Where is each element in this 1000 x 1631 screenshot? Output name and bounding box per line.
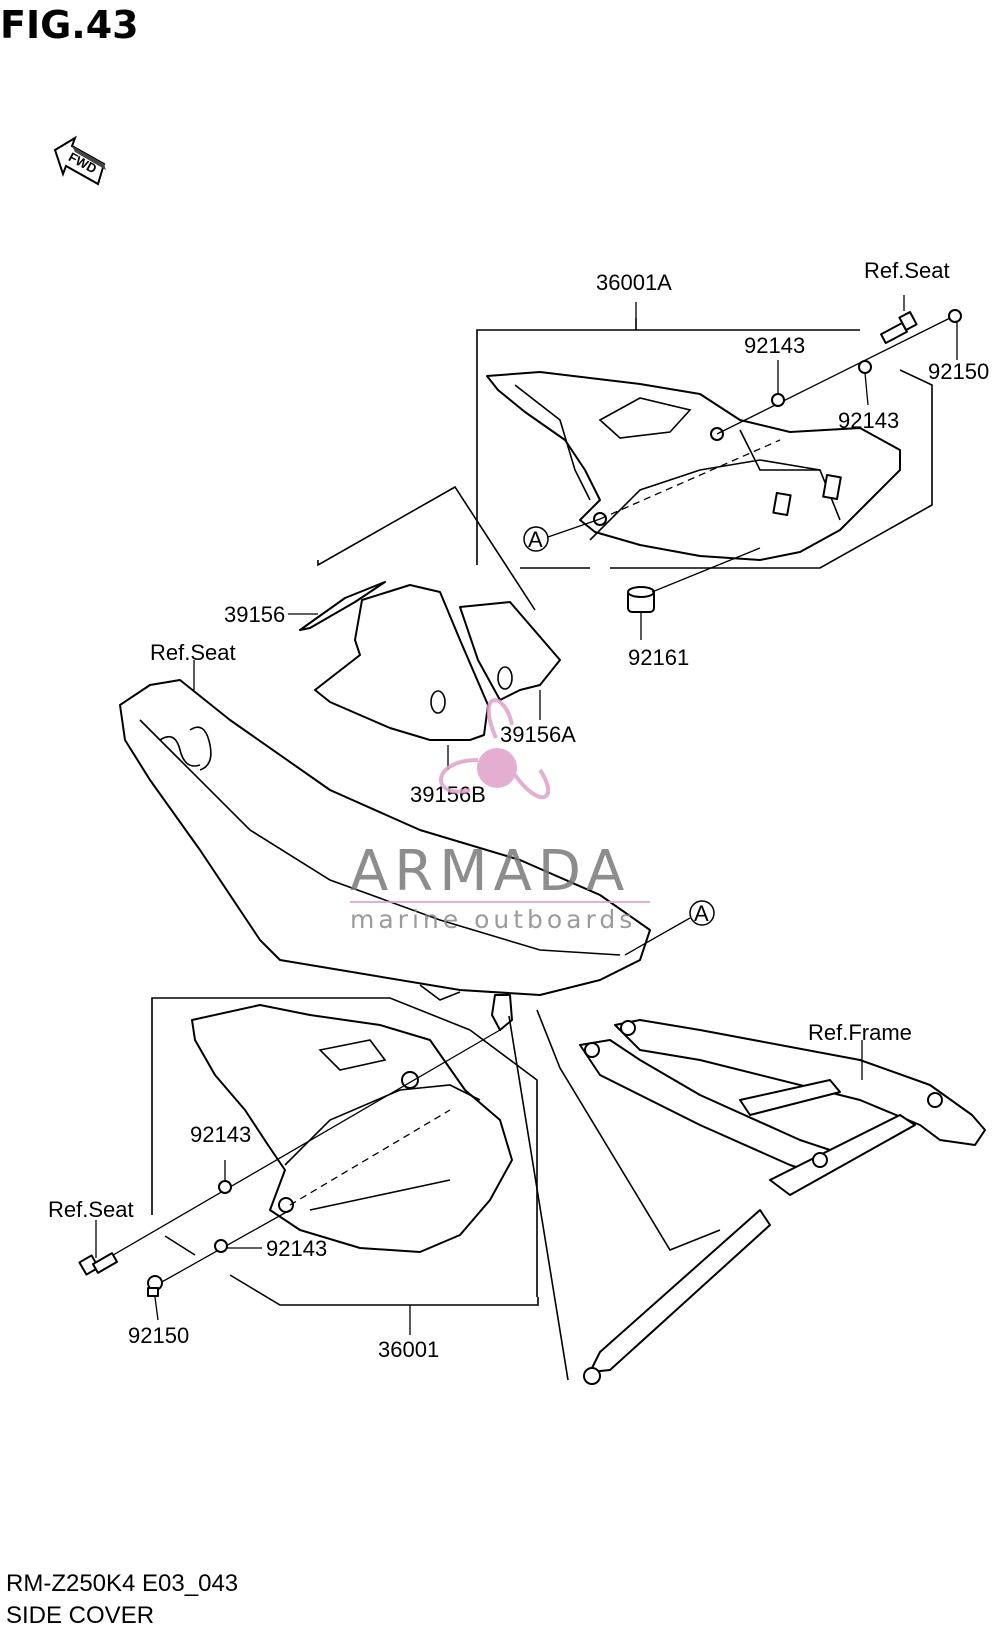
side-cover-left-group: 92143 Ref.Seat 92143 92150 36001	[48, 997, 539, 1362]
label-ref-seat-low: Ref.Seat	[48, 1197, 134, 1222]
washer-icon	[214, 1239, 228, 1253]
bolt-icon	[880, 311, 918, 345]
label-92143-top-b: 92143	[838, 408, 899, 433]
model-code: RM-Z250K4 E03_043	[6, 1570, 238, 1597]
washer-icon	[858, 360, 872, 374]
label-92143-low-b: 92143	[266, 1236, 327, 1261]
label-ref-a-bottom: A	[694, 901, 709, 926]
figure-title: FIG.43	[0, 3, 139, 47]
label-36001A: 36001A	[596, 270, 672, 295]
label-92161: 92161	[628, 645, 689, 670]
label-39156: 39156	[224, 602, 285, 627]
label-92143-top-a: 92143	[744, 333, 805, 358]
washer-icon	[771, 393, 785, 407]
label-92150-top: 92150	[928, 359, 989, 384]
propeller-logo-icon	[439, 698, 551, 800]
washer-icon	[218, 1180, 232, 1194]
label-39156B: 39156B	[410, 782, 486, 807]
decal-group: 39156 39156A 39156B	[224, 485, 576, 807]
section-name: SIDE COVER	[6, 1602, 154, 1629]
screw-icon	[948, 309, 962, 323]
watermark-brand: ARMADA	[350, 839, 630, 904]
side-cover-right-group: 36001A Ref.Seat 92143 92150 92143 A 9216…	[476, 258, 989, 670]
fwd-arrow-icon: FWD	[53, 135, 106, 186]
watermark-tagline: marine outboards	[350, 905, 636, 934]
label-92143-low-a: 92143	[190, 1122, 251, 1147]
label-92150-low: 92150	[128, 1323, 189, 1348]
label-ref-seat-mid: Ref.Seat	[150, 640, 236, 665]
watermark: ARMADA marine outboards	[350, 698, 650, 934]
frame-reference: Ref.Frame	[508, 1009, 986, 1385]
damper-icon	[627, 586, 655, 613]
label-ref-frame: Ref.Frame	[808, 1020, 912, 1045]
label-ref-a-top: A	[528, 527, 543, 552]
label-39156A: 39156A	[500, 722, 576, 747]
seat-reference: Ref.Seat A	[119, 640, 715, 1031]
screw-icon	[147, 1275, 163, 1297]
label-36001: 36001	[378, 1337, 439, 1362]
label-ref-seat-top: Ref.Seat	[864, 258, 950, 283]
ref-a-marker	[689, 900, 715, 926]
ref-a-marker	[523, 526, 549, 552]
bolt-icon	[78, 1252, 119, 1276]
